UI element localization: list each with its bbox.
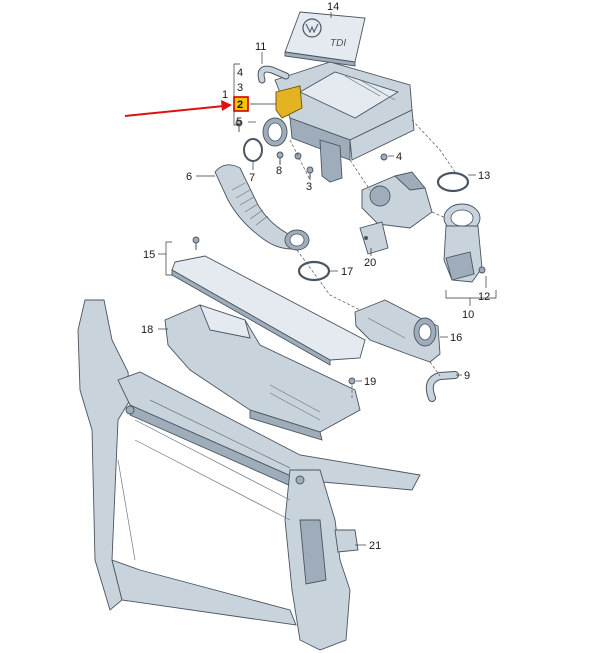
vw-logo-icon [302,18,322,38]
intake-pipe [443,203,486,283]
intake-connector-highlight [275,85,303,119]
intake-hose [214,164,310,251]
callout-4b: 4 [396,151,402,163]
cover-logo-text: TDI [330,38,346,49]
callout-21: 21 [369,540,381,552]
leader-lines [158,12,497,546]
air-duct [164,304,361,441]
bolts [235,119,388,179]
callout-13: 13 [478,170,490,182]
gasket-ring [243,138,263,162]
callout-2: 2 [237,99,243,111]
callout-9: 9 [464,370,470,382]
callout-12: 12 [478,291,490,303]
assembly-lines [289,119,456,400]
callout-17: 17 [341,266,353,278]
callout-15: 15 [143,249,155,261]
air-filter-housing [274,61,415,183]
callout-18: 18 [141,324,153,336]
hose-clamp [297,260,331,282]
callout-19: 19 [364,376,376,388]
air-guide [354,299,441,363]
callout-20: 20 [364,257,376,269]
callout-5: 5 [236,116,242,128]
callout-1: 1 [222,89,228,101]
callout-7: 7 [249,172,255,184]
callout-3b: 3 [306,181,312,193]
clamp-ring [436,171,470,193]
bolt-19 [348,377,356,385]
callout-14: 14 [327,1,339,13]
part-2-highlight-box [233,96,249,112]
callout-16: 16 [450,332,462,344]
callout-labels: 14 11 4 3 1 2 5 6 7 8 3 4 13 20 12 10 15… [141,1,490,552]
radiator-cover-plate [171,236,366,366]
throttle-valve-assembly [359,171,433,255]
front-carrier-frame [77,299,421,651]
callout-11: 11 [255,41,266,53]
callout-4a: 4 [237,67,243,79]
callout-3a: 3 [237,82,243,94]
pointer-arrow [124,100,232,117]
engine-cover: TDI [284,11,366,67]
callout-6: 6 [186,171,192,183]
callout-8: 8 [276,165,282,177]
callout-10: 10 [462,309,474,321]
